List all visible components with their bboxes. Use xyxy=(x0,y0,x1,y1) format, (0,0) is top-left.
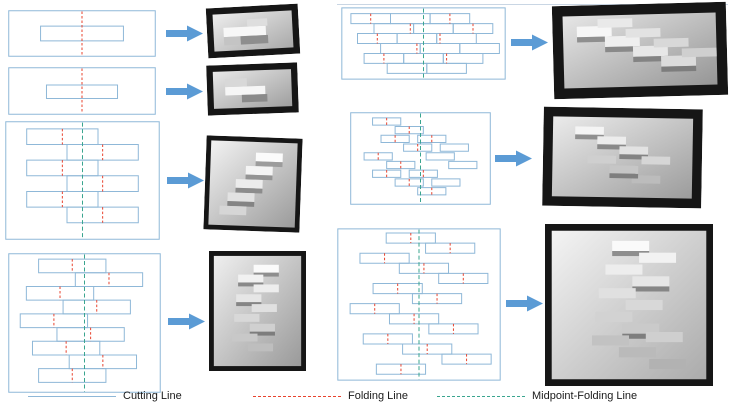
legend-label-midpoint-folding: Midpoint-Folding Line xyxy=(532,390,638,402)
folded-model-photo-1 xyxy=(205,3,301,59)
arrow-icon xyxy=(506,294,544,313)
legend-label-folding: Folding Line xyxy=(348,390,408,402)
folded-model-photo-6 xyxy=(542,106,703,209)
folded-model-photo-4 xyxy=(209,251,306,371)
cut-pattern-diagram-7 xyxy=(337,228,501,381)
cut-pattern-diagram-5 xyxy=(341,7,506,80)
folding-line-swatch xyxy=(253,395,341,397)
legend-item-midpoint-folding: Midpoint-Folding Line xyxy=(437,390,637,402)
midpoint-folding-line-swatch xyxy=(437,395,525,397)
folded-model-photo-7 xyxy=(545,224,713,386)
arrow-icon xyxy=(166,82,204,101)
cutting-line-swatch xyxy=(28,395,116,397)
folded-model-photo-5 xyxy=(551,1,729,100)
legend-item-cutting: Cutting Line xyxy=(28,390,182,402)
cut-pattern-diagram-2 xyxy=(8,67,156,115)
folded-model-photo-3 xyxy=(203,135,303,233)
legend-item-folding: Folding Line xyxy=(253,390,408,402)
legend-label-cutting: Cutting Line xyxy=(123,390,182,402)
arrow-icon xyxy=(511,33,549,52)
folded-model-photo-2 xyxy=(206,62,299,116)
cut-pattern-diagram-3 xyxy=(5,121,160,240)
divider-line xyxy=(337,4,728,5)
arrow-icon xyxy=(168,312,206,331)
cut-pattern-diagram-6 xyxy=(350,112,491,205)
arrow-icon xyxy=(166,24,204,43)
arrow-icon xyxy=(495,149,533,168)
cut-pattern-diagram-4 xyxy=(8,253,161,393)
cut-pattern-diagram-1 xyxy=(8,10,156,57)
arrow-icon xyxy=(167,171,205,190)
